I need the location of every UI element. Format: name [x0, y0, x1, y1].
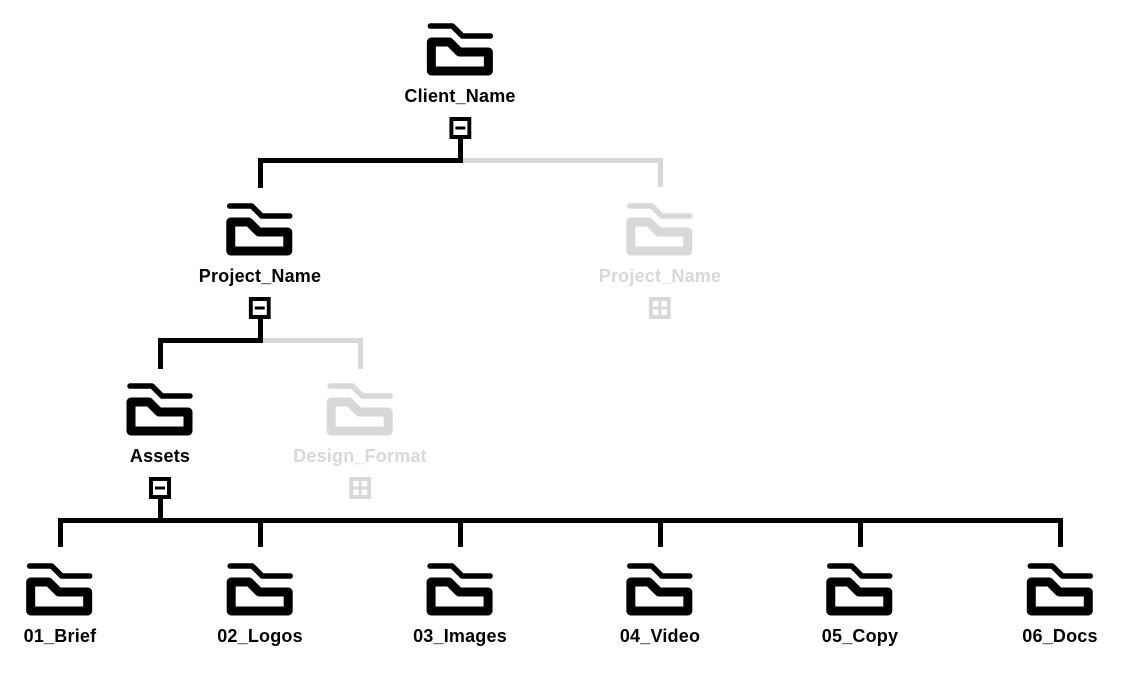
folder-label: 05_Copy [821, 626, 899, 646]
node-04-video[interactable]: 04_Video [620, 560, 700, 646]
folder-label: 03_Images [413, 626, 507, 646]
folder-icon [826, 563, 893, 616]
node-06-docs[interactable]: 06_Docs [1022, 560, 1098, 646]
connector-level3-drop-2 [257, 517, 263, 547]
connector-level3-drop-3 [457, 517, 463, 547]
connector-level2-drop-right [357, 337, 363, 369]
node-03-images[interactable]: 03_Images [413, 560, 507, 646]
folder-label: 06_Docs [1022, 626, 1098, 646]
node-project-name-active[interactable]: Project_Name [199, 200, 321, 319]
node-project-name-inactive[interactable]: Project_Name [599, 200, 721, 319]
folder-icon [626, 203, 693, 256]
folder-icon [26, 563, 93, 616]
node-assets[interactable]: Assets [125, 380, 195, 499]
connector-level1-branch-left [257, 157, 463, 163]
connector-project-stem [257, 310, 263, 343]
node-02-logos[interactable]: 02_Logos [217, 560, 303, 646]
connector-level2-branch-left [157, 337, 263, 343]
connector-root-stem [457, 130, 463, 163]
connector-level3-drop-6 [1057, 517, 1063, 547]
connector-level1-branch-right [460, 157, 663, 163]
expand-toggle-icon[interactable] [348, 477, 371, 499]
folder-icon [226, 203, 293, 256]
collapse-toggle-icon[interactable] [249, 297, 271, 319]
folder-icon [426, 563, 493, 616]
connector-assets-stem [157, 490, 163, 523]
connector-level3-branch [57, 517, 1063, 523]
folder-icon [226, 563, 293, 616]
folder-label: 04_Video [619, 626, 701, 646]
expand-toggle-icon[interactable] [649, 297, 671, 319]
folder-icon [126, 383, 193, 436]
connector-level2-branch-right [260, 337, 363, 343]
connector-level1-drop-right [657, 157, 663, 187]
node-05-copy[interactable]: 05_Copy [822, 560, 898, 646]
connector-level1-drop-left [257, 157, 263, 188]
folder-label: Project_Name [198, 266, 322, 286]
folder-icon [326, 383, 393, 436]
folder-label: 02_Logos [217, 626, 303, 646]
node-01-brief[interactable]: 01_Brief [24, 560, 97, 646]
folder-icon [426, 23, 493, 76]
connector-level2-drop-left [157, 337, 163, 369]
folder-label: 01_Brief [23, 626, 97, 646]
collapse-toggle-icon[interactable] [149, 477, 171, 499]
folder-label: Project_Name [598, 266, 722, 286]
connector-level3-drop-5 [857, 517, 863, 547]
folder-label: Assets [129, 446, 191, 466]
node-client-name[interactable]: Client_Name [404, 20, 515, 139]
folder-icon [1026, 563, 1093, 616]
connector-level3-drop-4 [657, 517, 663, 547]
folder-icon [626, 563, 693, 616]
folder-label: Design_Format [293, 446, 427, 466]
folder-label: Client_Name [404, 86, 516, 106]
connector-level3-drop-1 [57, 517, 63, 547]
node-design-format[interactable]: Design_Format [293, 380, 427, 499]
collapse-toggle-icon[interactable] [449, 117, 471, 139]
